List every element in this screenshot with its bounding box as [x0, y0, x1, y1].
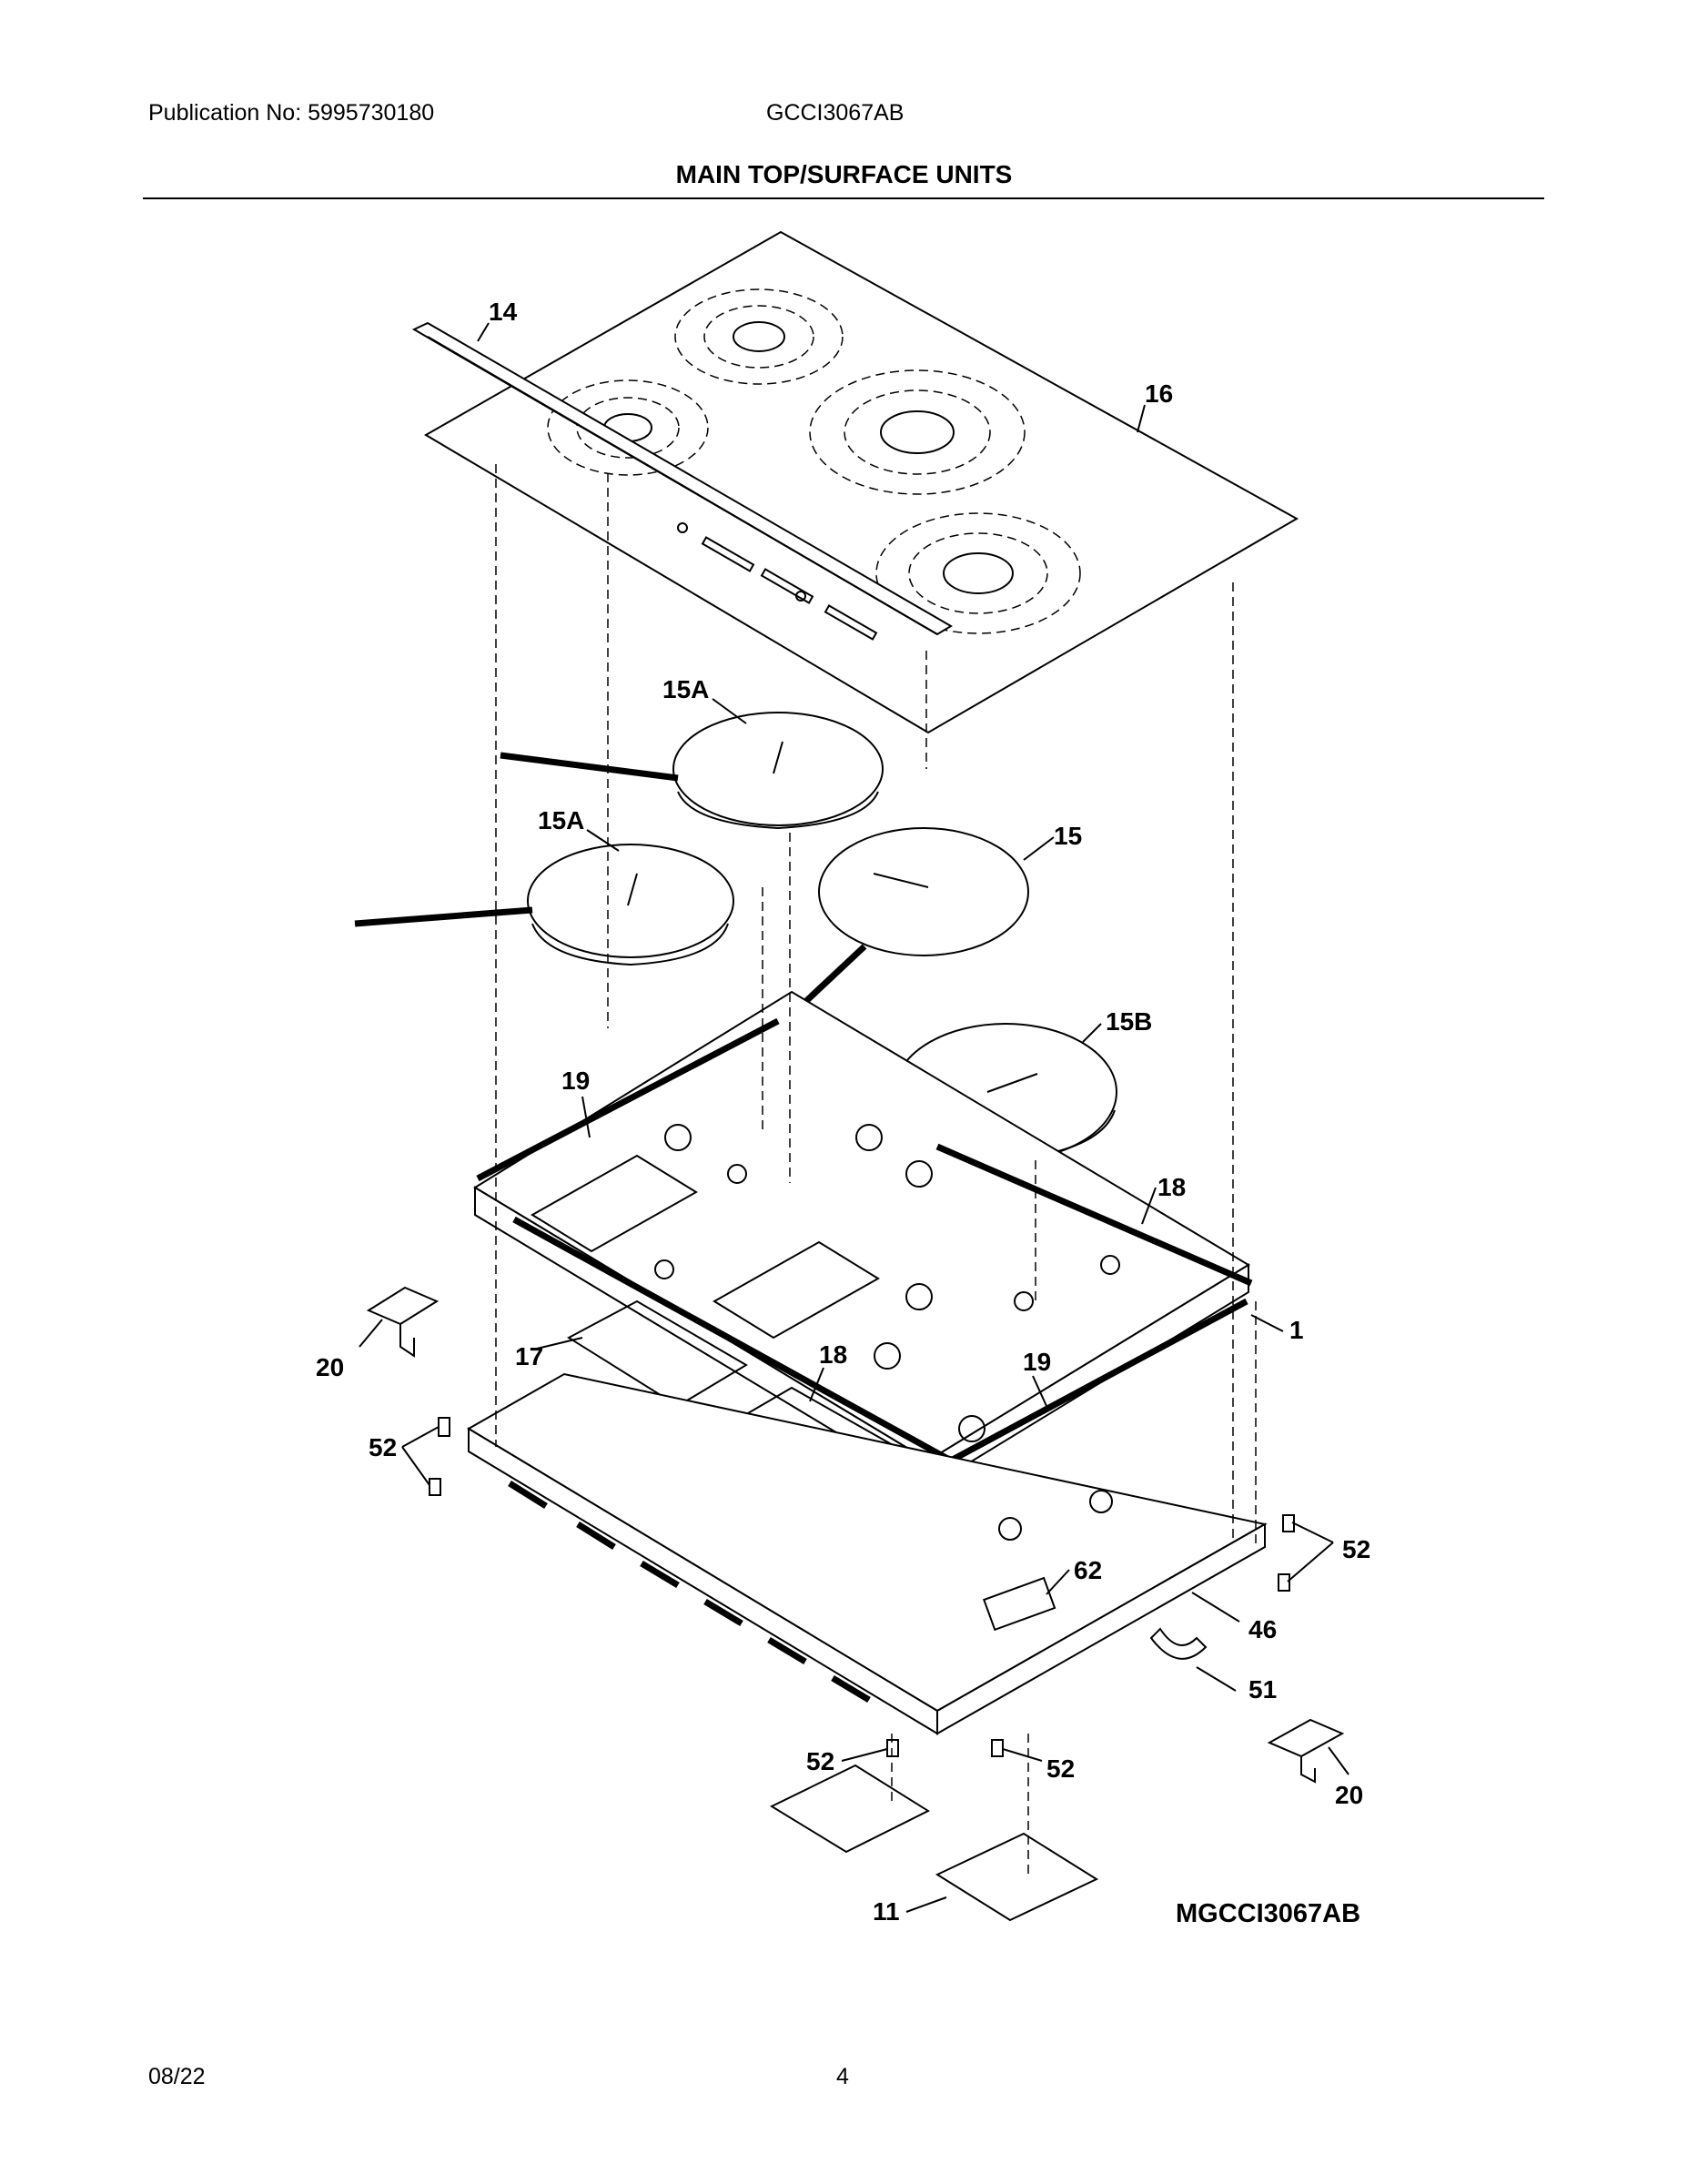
callout-18-right: 18 [1157, 1173, 1186, 1201]
callout-1: 1 [1289, 1316, 1304, 1344]
callout-16: 16 [1145, 379, 1173, 408]
callout-46: 46 [1248, 1615, 1277, 1643]
touch-controls [677, 522, 878, 641]
page-number: 4 [836, 2064, 849, 2089]
callout-20-right: 20 [1335, 1781, 1363, 1809]
bracket-20-right [1267, 1718, 1345, 1784]
element-15a-left [354, 844, 734, 966]
gasket-18-front [512, 1216, 953, 1464]
callout-15a-top: 15A [662, 675, 709, 703]
glass-cooktop [424, 230, 1299, 734]
mounting-brackets-11 [769, 1764, 1099, 1922]
callout-19-left: 19 [561, 1067, 590, 1095]
terminal-block-62 [983, 1576, 1056, 1632]
lower-housing [467, 1372, 1268, 1735]
clips-52 [429, 1417, 1295, 1757]
callout-14: 14 [489, 298, 518, 326]
callout-62: 62 [1074, 1556, 1102, 1584]
section-title: MAIN TOP/SURFACE UNITS [675, 160, 1013, 188]
vent-slots [508, 1481, 871, 1704]
footer-date: 08/22 [148, 2064, 206, 2089]
publication-number: Publication No: 5995730180 [148, 100, 435, 126]
element-15a-top [500, 712, 884, 830]
gasket-19-right [949, 1298, 1248, 1464]
callout-20-left: 20 [316, 1353, 344, 1381]
callout-52-bottom-right: 52 [1046, 1754, 1075, 1783]
callout-18-center: 18 [819, 1340, 847, 1369]
callout-17: 17 [515, 1342, 543, 1370]
callout-15: 15 [1054, 822, 1082, 850]
gasket-18-right [935, 1143, 1253, 1287]
control-trim-strip [411, 321, 953, 636]
callout-52-right: 52 [1342, 1535, 1370, 1563]
header-rule [143, 197, 1544, 199]
gasket-19-left [476, 1017, 780, 1182]
burner-pattern-front-right [875, 512, 1081, 634]
callout-11: 11 [873, 1897, 900, 1926]
callout-15b: 15B [1106, 1007, 1152, 1036]
callout-51: 51 [1248, 1675, 1277, 1704]
burner-pattern-back-right [809, 369, 1026, 495]
callout-19-center: 19 [1023, 1348, 1051, 1376]
alignment-lines [495, 464, 1257, 1875]
callout-52-bottom-left: 52 [806, 1747, 834, 1775]
leader-lines [359, 322, 1349, 1913]
element-15 [789, 827, 1029, 1017]
strain-relief-51 [1149, 1627, 1208, 1660]
callout-52-left: 52 [369, 1433, 397, 1461]
figure-id: MGCCI3067AB [1176, 1899, 1360, 1928]
burner-pattern-back-left [674, 288, 844, 385]
callout-15a-left: 15A [538, 806, 584, 834]
model-number: GCCI3067AB [766, 100, 905, 126]
bracket-20-left [366, 1286, 440, 1358]
